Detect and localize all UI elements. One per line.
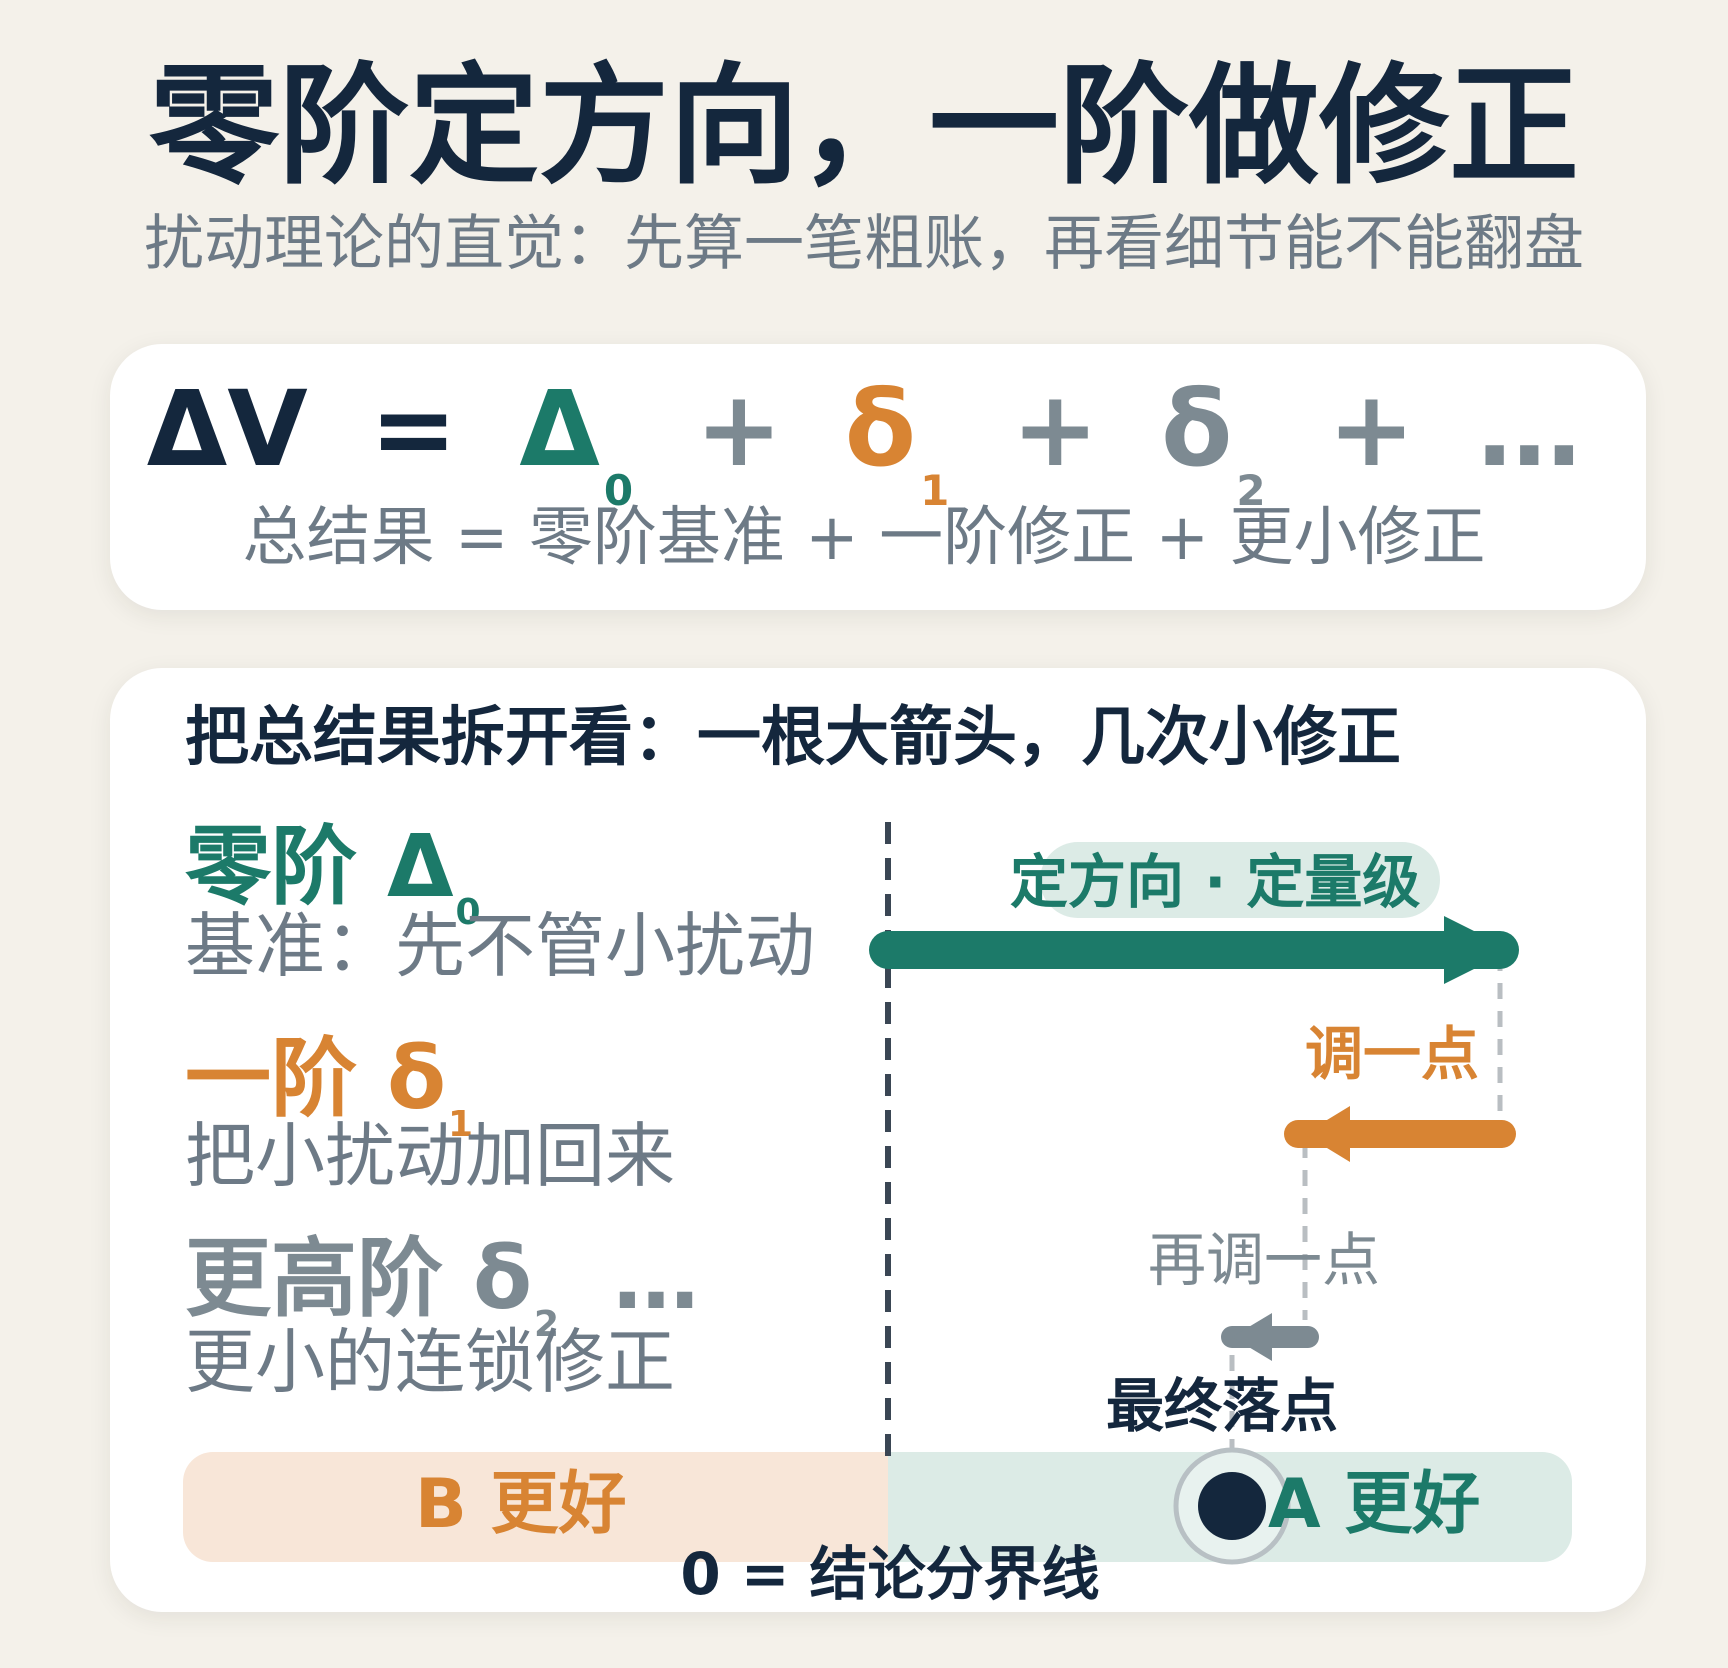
- final-point-label: 最终落点: [1106, 1372, 1339, 1440]
- formula-caption: 总结果 = 零阶基准 + 一阶修正 + 更小修正: [242, 501, 1486, 575]
- higher-order-ellipsis: …: [613, 1229, 700, 1329]
- zero-order-desc: 基准：先不管小扰动: [185, 905, 815, 987]
- page-subtitle: 扰动理论的直觉：先算一笔粗账，再看细节能不能翻盘: [144, 209, 1584, 279]
- boundary-caption: 0 = 结论分界线: [680, 1540, 1100, 1608]
- zone-b-label: B 更好: [415, 1465, 627, 1544]
- page-title: 零阶定方向，一阶做修正: [148, 50, 1579, 202]
- formula-term1-sub: 1: [920, 466, 950, 515]
- zone-a-label: A 更好: [1268, 1465, 1481, 1544]
- zone-b-better: [183, 1452, 888, 1562]
- formula-plus-2: +: [1011, 368, 1099, 490]
- formula-lhs: ΔV: [146, 368, 308, 490]
- formula: ΔV = Δ0 + δ1 + δ2 + …: [0, 368, 1728, 514]
- final-point-dot: [1198, 1472, 1266, 1540]
- formula-ellipsis: …: [1477, 368, 1582, 490]
- first-order-arrowhead: [1304, 1106, 1350, 1162]
- formula-plus-1: +: [695, 368, 783, 490]
- formula-equals: =: [370, 368, 458, 490]
- higher-order-desc: 更小的连锁修正: [185, 1321, 675, 1403]
- zero-order-tag-pill: [1040, 842, 1440, 918]
- formula-term2: δ: [1160, 368, 1233, 490]
- zero-order-label: 零阶 Δ: [185, 817, 454, 917]
- higher-order-index: 2: [534, 1304, 560, 1345]
- higher-order-label: 更高阶 δ: [185, 1229, 533, 1329]
- first-order-heading: 一阶 δ1: [185, 1029, 473, 1145]
- first-order-tag: 调一点: [1305, 1020, 1480, 1088]
- zero-order-heading: 零阶 Δ0: [185, 817, 481, 933]
- first-order-label: 一阶 δ: [185, 1029, 447, 1129]
- formula-card: [110, 344, 1646, 610]
- zero-order-tag: 定方向 · 定量级: [1010, 848, 1421, 916]
- formula-term0: Δ: [519, 368, 600, 490]
- formula-plus-3: +: [1327, 368, 1415, 490]
- formula-term1: δ: [844, 368, 917, 490]
- breakdown-title: 把总结果拆开看：一根大箭头，几次小修正: [185, 701, 1401, 775]
- first-order-index: 1: [448, 1104, 474, 1145]
- higher-order-heading: 更高阶 δ2 …: [185, 1229, 700, 1345]
- first-order-desc: 把小扰动加回来: [185, 1115, 675, 1197]
- zero-order-arrowhead: [1444, 916, 1512, 984]
- formula-term0-sub: 0: [603, 466, 634, 515]
- higher-order-tag: 再调一点: [1148, 1226, 1381, 1294]
- zero-order-index: 0: [455, 892, 481, 933]
- higher-order-arrowhead: [1232, 1313, 1272, 1361]
- formula-term2-sub: 2: [1236, 466, 1266, 515]
